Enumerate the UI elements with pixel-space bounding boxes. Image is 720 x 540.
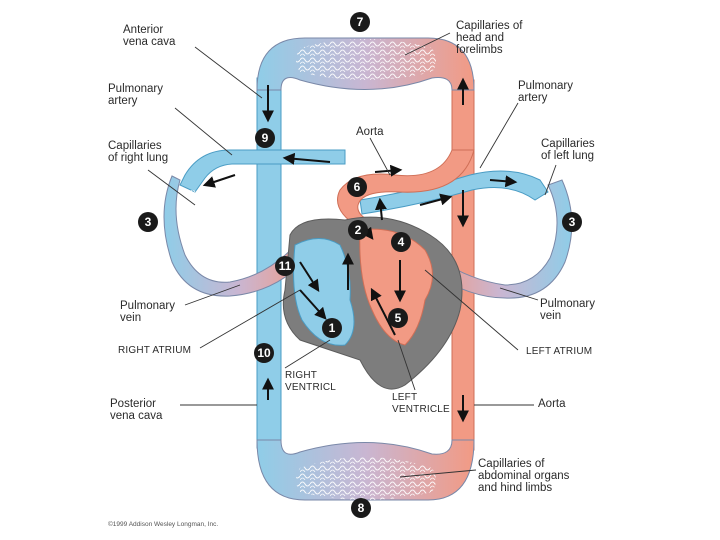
- label-right-atrium: RIGHT ATRIUM: [118, 345, 192, 356]
- step-badge-3-left: 3: [138, 212, 158, 232]
- leader-left-ventricle: [397, 339, 416, 391]
- aortic-arch: [337, 149, 475, 229]
- label-pulmonary-artery-right: Pulmonary artery: [518, 80, 573, 104]
- step-badge-5: 5: [388, 308, 408, 328]
- step-badge-4: 4: [391, 232, 411, 252]
- label-right-ventricle: RIGHT VENTRICL: [285, 370, 337, 393]
- leader-pulmonary-artery-right: [479, 102, 519, 169]
- arrow-pulmonary-right-2: [489, 175, 518, 188]
- label-posterior-vena-cava: Posterior vena cava: [110, 398, 163, 422]
- flow-arrows: [202, 77, 518, 423]
- leader-aorta-top: [369, 137, 391, 176]
- left-lung-capillary-bed: [501, 195, 551, 262]
- step-badge-9: 9: [255, 128, 275, 148]
- leader-pulmonary-vein-right: [499, 287, 539, 301]
- right-heart-chambers: [293, 238, 355, 346]
- step-badge-3-right: 3: [562, 212, 582, 232]
- head-capillary-bed: [296, 39, 436, 80]
- arrow-pulmonary-right: [419, 193, 453, 206]
- copyright-notice: ©1999 Addison Wesley Longman, Inc.: [108, 521, 219, 528]
- step-badge-6: 6: [347, 177, 367, 197]
- leader-capillaries-right-lung: [147, 169, 196, 206]
- arrow-pulmonary-left: [282, 152, 331, 165]
- step-badge-8: 8: [351, 498, 371, 518]
- arrow-heart-ra-2: [299, 289, 327, 320]
- arrow-heart-lv-out: [370, 287, 396, 336]
- step-badge-1: 1: [322, 318, 342, 338]
- step-badge-10: 10: [254, 343, 274, 363]
- leader-capillaries-head: [404, 32, 451, 56]
- leader-pulmonary-artery-left: [174, 107, 233, 156]
- arrow-from-rl: [374, 197, 387, 221]
- arrow-pulmonary-left-2: [202, 174, 236, 188]
- right-lung-capillary-bed: [183, 190, 231, 262]
- step-badge-2: 2: [348, 220, 368, 240]
- label-aorta-bottom: Aorta: [538, 398, 566, 410]
- left-heart-chambers: [359, 228, 433, 346]
- label-left-ventricle: LEFT VENTRICLE: [392, 392, 450, 415]
- label-capillaries-left-lung: Capillaries of left lung: [541, 138, 595, 162]
- label-capillaries-head: Capillaries of head and forelimbs: [456, 20, 523, 56]
- abdominal-capillary-bed: [296, 457, 436, 500]
- leader-anterior-vena-cava: [194, 46, 263, 99]
- leader-capillaries-left-lung: [544, 164, 557, 196]
- leader-capillaries-abdominal: [399, 469, 477, 478]
- leader-right-atrium: [199, 289, 301, 349]
- leader-lines: [147, 32, 557, 478]
- arrow-heart-ra: [299, 261, 320, 293]
- leader-left-atrium: [424, 269, 519, 351]
- label-pulmonary-vein-left: Pulmonary vein: [120, 300, 175, 324]
- step-badge-11: 11: [275, 256, 295, 276]
- label-pulmonary-vein-right: Pulmonary vein: [540, 298, 595, 322]
- leader-pulmonary-vein-left: [184, 284, 241, 306]
- label-left-atrium: LEFT ATRIUM: [526, 346, 593, 357]
- label-capillaries-abdominal: Capillaries of abdominal organs and hind…: [478, 458, 570, 494]
- leader-right-ventricle: [284, 339, 331, 369]
- label-anterior-vena-cava: Anterior vena cava: [123, 24, 176, 48]
- label-pulmonary-artery-left: Pulmonary artery: [108, 83, 163, 107]
- label-aorta-top: Aorta: [356, 126, 384, 138]
- step-badge-7: 7: [350, 12, 370, 32]
- label-capillaries-right-lung: Capillaries of right lung: [108, 140, 169, 164]
